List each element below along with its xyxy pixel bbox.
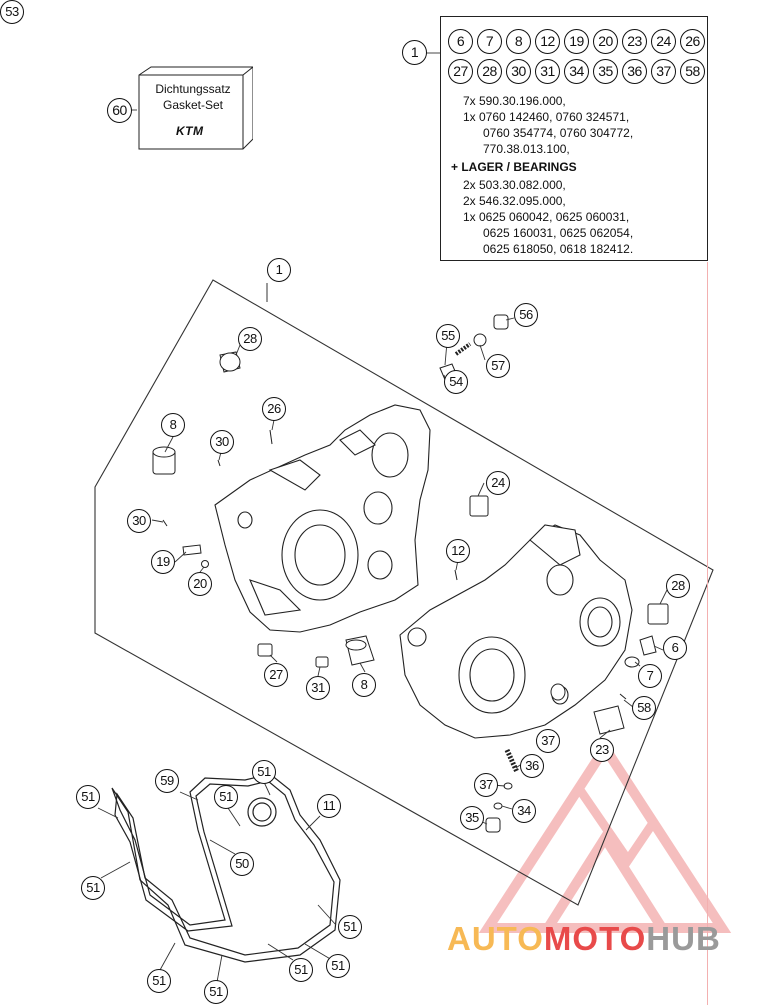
callout-kit: 60	[107, 98, 132, 123]
callout-part: 56	[514, 303, 538, 327]
callout-included-part: 6	[448, 29, 473, 54]
callout-part: 7	[638, 664, 662, 688]
callout-part: 24	[486, 471, 510, 495]
callout-included-part: 58	[680, 59, 705, 84]
callout-part: 53	[0, 0, 24, 24]
callout-part: 6	[663, 636, 687, 660]
bearings-heading: + LAGER / BEARINGS	[451, 160, 577, 174]
callout-part: 58	[632, 696, 656, 720]
callout-part: 34	[512, 799, 536, 823]
watermark-moto: MOTO	[543, 920, 647, 957]
callout-part: 35	[460, 806, 484, 830]
divider-line	[707, 262, 708, 1005]
right-crankcase-half	[399, 524, 633, 739]
callout-part: 51	[204, 980, 228, 1004]
callout-included-part: 24	[651, 29, 676, 54]
callout-included-part: 26	[680, 29, 705, 54]
callout-part: 55	[436, 324, 460, 348]
callout-part: 36	[520, 754, 544, 778]
callout-included-part: 28	[477, 59, 502, 84]
callout-part: 30	[210, 430, 234, 454]
callout-part: 37	[474, 773, 498, 797]
callout-part: 51	[338, 915, 362, 939]
callout-part: 19	[151, 550, 175, 574]
parts-line: 770.38.013.100,	[483, 142, 570, 156]
callout-part: 51	[252, 760, 276, 784]
parts-line: 7x 590.30.196.000,	[463, 94, 566, 108]
callout-part: 1	[267, 258, 291, 282]
callout-part: 23	[590, 738, 614, 762]
watermark-text: AUTOMOTOHUB	[447, 920, 721, 958]
callout-part: 30	[127, 509, 151, 533]
watermark-auto: AUTO	[447, 920, 544, 957]
ktm-logo: KTM	[176, 124, 204, 138]
callout-part: 28	[238, 327, 262, 351]
callout-included-part: 34	[564, 59, 589, 84]
callout-part: 8	[352, 673, 376, 697]
callout-part: 57	[486, 354, 510, 378]
callout-included-part: 20	[593, 29, 618, 54]
callout-part: 51	[326, 954, 350, 978]
callout-part: 50	[230, 852, 254, 876]
callout-included-part: 8	[506, 29, 531, 54]
parts-line: 2x 546.32.095.000,	[463, 194, 566, 208]
callout-included-part: 36	[622, 59, 647, 84]
parts-line: 1x 0625 060042, 0625 060031,	[463, 210, 630, 224]
callout-included-part: 37	[651, 59, 676, 84]
parts-line: 0760 354774, 0760 304772,	[483, 126, 634, 140]
callout-included-part: 30	[506, 59, 531, 84]
watermark-hub: HUB	[646, 920, 721, 957]
callout-included-part: 27	[448, 59, 473, 84]
exploded-view-frame	[94, 279, 714, 906]
callout-part: 51	[289, 958, 313, 982]
callout-part: 37	[536, 729, 560, 753]
callout-part: 51	[76, 785, 100, 809]
callout-part: 31	[306, 676, 330, 700]
watermark-logo	[478, 738, 732, 933]
parts-line: 1x 0760 142460, 0760 324571,	[463, 110, 630, 124]
callout-parts-box: 1	[402, 40, 427, 65]
callout-part: 59	[155, 769, 179, 793]
callout-part: 51	[81, 876, 105, 900]
crankcase-gasket	[111, 773, 341, 963]
callout-included-part: 7	[477, 29, 502, 54]
callout-included-part: 35	[593, 59, 618, 84]
kit-subtitle: Gasket-Set	[162, 98, 224, 112]
parts-line: 0625 618050, 0618 182412.	[483, 242, 634, 256]
kit-title: Dichtungssatz	[155, 82, 231, 96]
callout-included-part: 19	[564, 29, 589, 54]
callout-part: 26	[262, 397, 286, 421]
callout-part: 12	[446, 539, 470, 563]
callout-included-part: 31	[535, 59, 560, 84]
callout-part: 28	[666, 574, 690, 598]
callout-part: 51	[214, 785, 238, 809]
callout-part: 20	[188, 572, 212, 596]
callout-included-part: 23	[622, 29, 647, 54]
callout-included-part: 12	[535, 29, 560, 54]
callout-part: 27	[264, 663, 288, 687]
callout-part: 51	[147, 969, 171, 993]
callout-part: 8	[161, 413, 185, 437]
gasket-kit-box	[138, 66, 253, 150]
callout-part: 54	[444, 370, 468, 394]
left-crankcase-half	[214, 404, 431, 633]
parts-line: 0625 160031, 0625 062054,	[483, 226, 634, 240]
parts-line: 2x 503.30.082.000,	[463, 178, 566, 192]
callout-part: 11	[317, 794, 341, 818]
